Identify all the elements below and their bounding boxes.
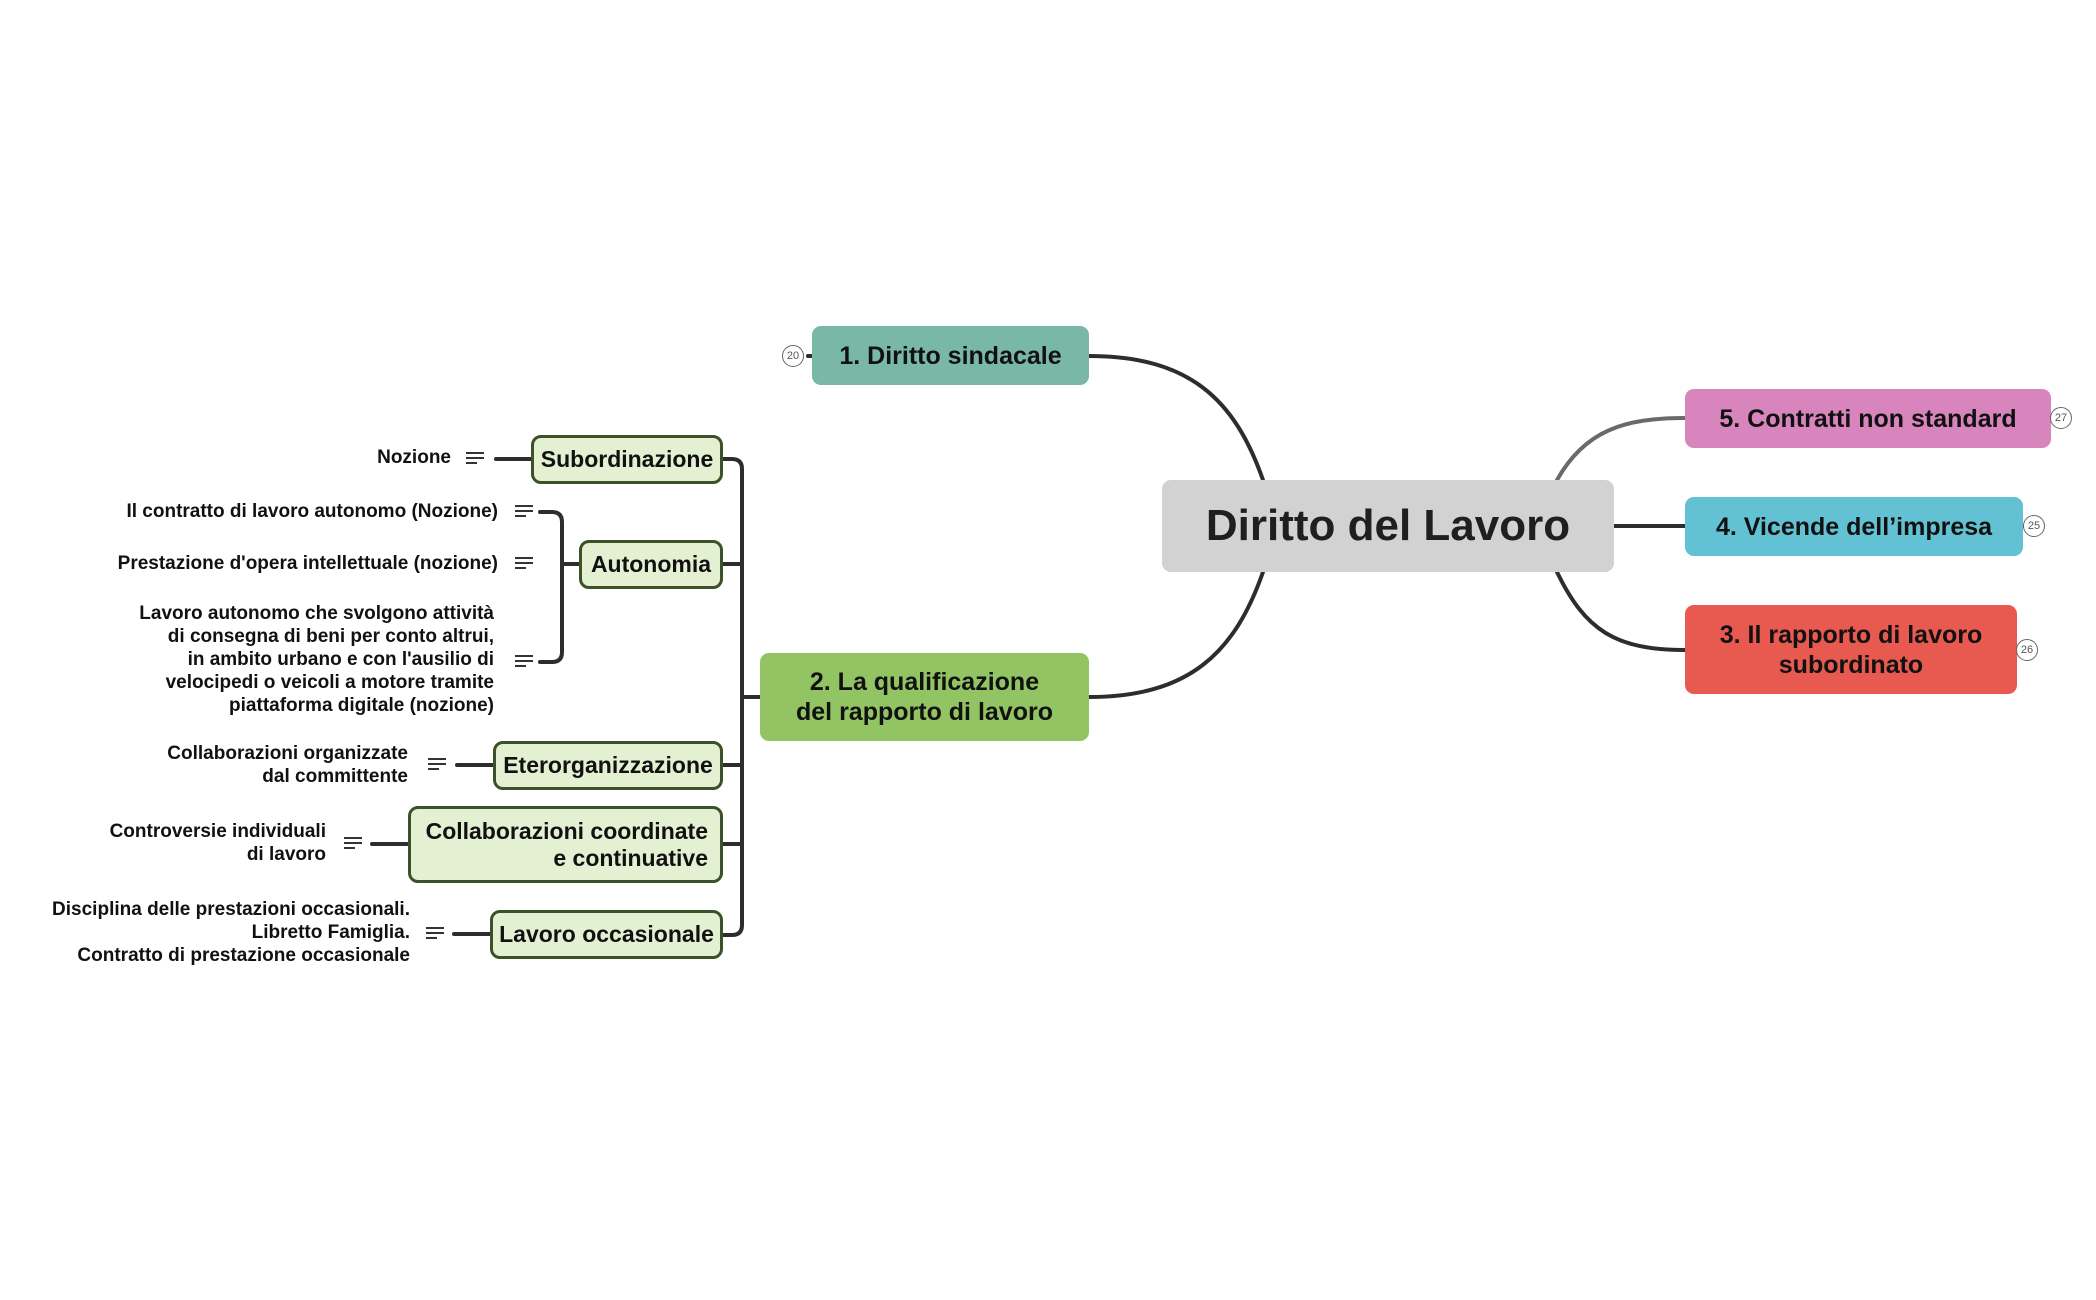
note-icon[interactable] <box>426 927 444 941</box>
link-central-b2 <box>1087 570 1265 699</box>
bracket-s2 <box>538 510 564 664</box>
branch-rapporto-subordinato[interactable]: 3. Il rapporto di lavoro subordinato <box>1685 605 2017 694</box>
note-icon[interactable] <box>515 505 533 519</box>
note-label-opera-intellettuale[interactable]: Prestazione d'opera intellettuale (nozio… <box>117 553 498 574</box>
collapsed-count-badge-b5[interactable]: 27 <box>2050 407 2072 429</box>
subtopic-eterorganizzazione[interactable]: Eterorganizzazione <box>493 741 723 790</box>
link-central-b5 <box>1555 416 1687 482</box>
branch-vicende-impresa[interactable]: 4. Vicende dell’impresa <box>1685 497 2023 556</box>
branch-qualificazione[interactable]: 2. La qualificazione del rapporto di lav… <box>760 653 1089 741</box>
note-label-prestazioni-occasionali[interactable]: Disciplina delle prestazioni occasionali… <box>52 899 410 966</box>
note-label-nozione[interactable]: Nozione <box>377 447 451 468</box>
note-icon[interactable] <box>466 452 484 466</box>
subtopic-collaborazioni-coordinate[interactable]: Collaborazioni coordinate e continuative <box>408 806 723 883</box>
note-icon[interactable] <box>428 758 446 772</box>
note-icon[interactable] <box>515 655 533 669</box>
note-label-controversie[interactable]: Controversie individuali di lavoro <box>109 821 326 865</box>
collapsed-count-badge-b1[interactable]: 20 <box>782 345 804 367</box>
link-central-b1 <box>1087 354 1265 482</box>
subtopic-lavoro-occasionale[interactable]: Lavoro occasionale <box>490 910 723 959</box>
note-label-consegna-beni[interactable]: Lavoro autonomo che svolgono attività di… <box>139 603 494 716</box>
branch-contratti-non-standard[interactable]: 5. Contratti non standard <box>1685 389 2051 448</box>
note-icon[interactable] <box>344 837 362 851</box>
subtopic-autonomia[interactable]: Autonomia <box>579 540 723 589</box>
collapsed-count-badge-b3[interactable]: 26 <box>2016 639 2038 661</box>
bracket-b2 <box>721 457 744 937</box>
central-topic[interactable]: Diritto del Lavoro <box>1162 480 1614 572</box>
branch-diritto-sindacale[interactable]: 1. Diritto sindacale <box>812 326 1089 385</box>
note-icon[interactable] <box>515 557 533 571</box>
subtopic-subordinazione[interactable]: Subordinazione <box>531 435 723 484</box>
note-label-lavoro-autonomo[interactable]: Il contratto di lavoro autonomo (Nozione… <box>126 501 498 522</box>
collapsed-count-badge-b4[interactable]: 25 <box>2023 515 2045 537</box>
note-label-collaborazioni-organizzate[interactable]: Collaborazioni organizzate dal committen… <box>167 743 408 787</box>
link-central-b3 <box>1555 570 1687 652</box>
